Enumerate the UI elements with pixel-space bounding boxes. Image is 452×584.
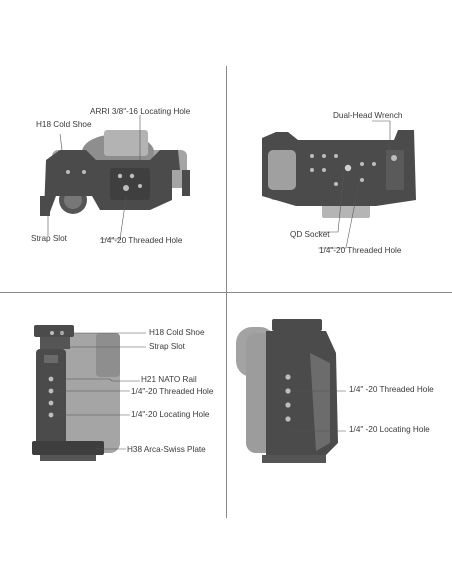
locating-hole-label: 1/4"-20 Locating Hole: [131, 410, 210, 419]
h21-nato-rail-label: H21 NATO Rail: [141, 375, 197, 384]
cage-top-view-illustration: [40, 115, 190, 240]
vertical-divider-bottom: [226, 293, 227, 518]
threaded-hole-label: 1/4"-20 Threaded Hole: [100, 236, 183, 245]
cage-side-view-illustration: [32, 325, 146, 461]
threaded-hole-label-3: 1/4"-20 Threaded Hole: [131, 387, 214, 396]
h18-cold-shoe-label: H18 Cold Shoe: [36, 120, 92, 129]
vertical-divider-top: [226, 66, 227, 292]
strap-slot-label-2: Strap Slot: [149, 342, 185, 351]
threaded-hole-label-4: 1/4" -20 Threaded Hole: [349, 385, 434, 394]
horizontal-divider: [0, 292, 452, 293]
threaded-hole-label-2: 1/4"-20 Threaded Hole: [319, 246, 402, 255]
cage-handle-view-illustration: [236, 319, 346, 463]
arca-swiss-plate-label: H38 Arca-Swiss Plate: [127, 445, 206, 454]
qd-socket-label: QD Socket: [290, 230, 330, 239]
dual-head-wrench-label: Dual-Head Wrench: [333, 111, 403, 120]
h18-cold-shoe-label-2: H18 Cold Shoe: [149, 328, 205, 337]
locating-hole-label-2: 1/4" -20 Locating Hole: [349, 425, 430, 434]
strap-slot-label: Strap Slot: [31, 234, 67, 243]
arri-locating-hole-label: ARRI 3/8"-16 Locating Hole: [90, 107, 191, 116]
cage-bottom-view-illustration: [262, 120, 416, 249]
